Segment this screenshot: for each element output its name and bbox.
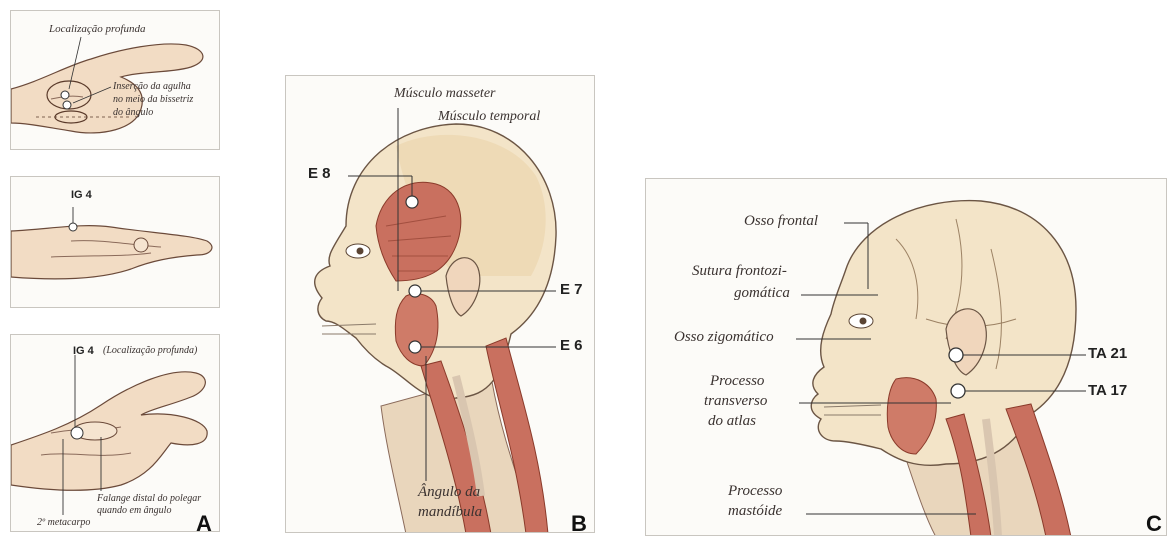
deep-location-label: Localização profunda (49, 23, 145, 36)
ig4-deep-note: (Localização profunda) (103, 345, 197, 357)
head-muscle-illustration (286, 76, 595, 533)
panel-letter-b: B (571, 511, 587, 537)
e7-label: E 7 (560, 281, 583, 298)
mastoid-process-line-2: mastóide (728, 503, 782, 520)
needle-insertion-line-1: Inserção da agulha (113, 81, 191, 93)
head-figure-b: Músculo masseter Músculo temporal E 8 E … (285, 75, 595, 533)
ig4-deep-label: IG 4 (73, 345, 94, 357)
mastoid-process-line-1: Processo (728, 483, 782, 500)
mandible-angle-line-2: mandíbula (418, 504, 482, 521)
frontal-bone-label: Osso frontal (744, 213, 818, 230)
mandible-angle-line-1: Ângulo da (418, 484, 480, 501)
e8-label: E 8 (308, 165, 331, 182)
atlas-process-line-2: transverso (704, 393, 767, 410)
ta21-label: TA 21 (1088, 345, 1127, 362)
atlas-process-line-3: do atlas (708, 413, 756, 430)
e6-label: E 6 (560, 337, 583, 354)
needle-insertion-line-3: do ângulo (113, 107, 153, 119)
ta17-label: TA 17 (1088, 382, 1127, 399)
masseter-label: Músculo masseter (394, 86, 496, 102)
panel-letter-a: A (196, 511, 212, 537)
zygomatic-bone-label: Osso zigomático (674, 329, 774, 346)
panel-letter-c: C (1146, 511, 1162, 537)
thumb-phalanx-line-1: Falange distal do polegar (97, 493, 201, 505)
suture-label-line-2: gomática (734, 285, 790, 302)
atlas-process-line-1: Processo (710, 373, 764, 390)
hand-figure-2: IG 4 (10, 176, 220, 308)
thumb-phalanx-line-2: quando em ângulo (97, 505, 171, 517)
head-figure-c: Osso frontal Sutura frontozi- gomática O… (645, 178, 1167, 536)
hand-figure-1: Localização profunda Inserção da agulha … (10, 10, 220, 150)
suture-label-line-1: Sutura frontozi- (692, 263, 787, 280)
hand-figure-3: IG 4 (Localização profunda) Falange dist… (10, 334, 220, 532)
needle-insertion-line-2: no meio da bissetriz (113, 94, 193, 106)
hand-illustration-2 (11, 177, 220, 308)
metacarpal-label: 2º metacarpo (37, 517, 90, 529)
temporal-label: Músculo temporal (438, 109, 540, 125)
ig4-label: IG 4 (71, 189, 92, 201)
